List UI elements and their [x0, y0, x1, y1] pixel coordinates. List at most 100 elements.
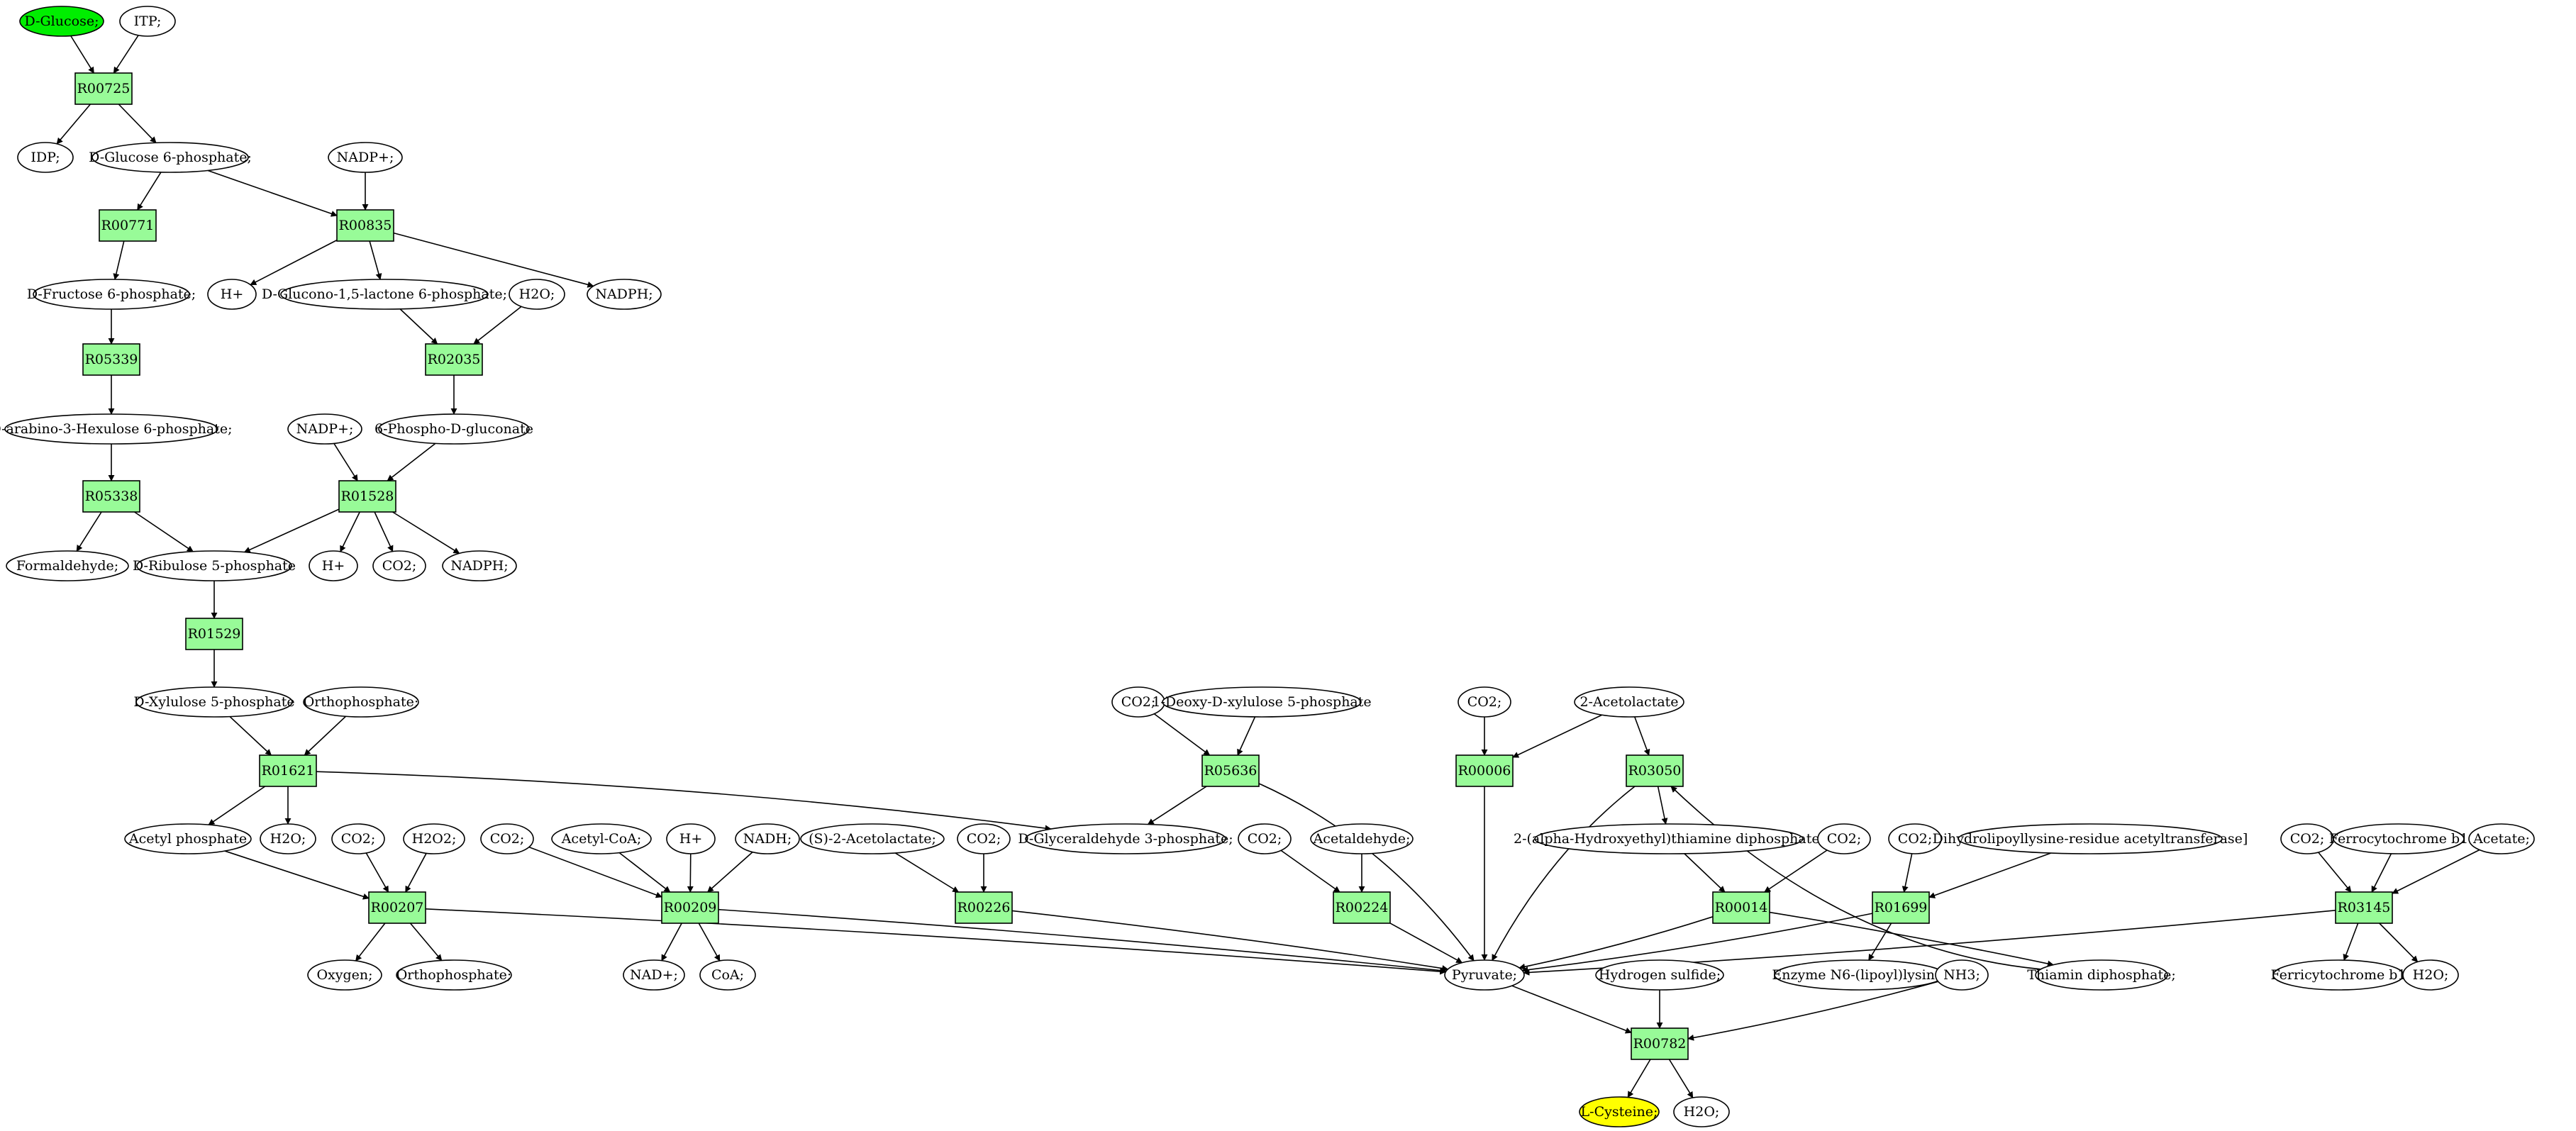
- compound-node-nh3[interactable]: NH3;: [1935, 959, 1989, 991]
- compound-node-d-ribulose-5-phosphate[interactable]: D-Ribulose 5-phosphate: [133, 550, 296, 581]
- compound-node-h2o[interactable]: H2O;: [2402, 959, 2459, 991]
- compound-node-nad[interactable]: NAD+;: [623, 959, 685, 991]
- compound-node-1-deoxy-d-xylulose-5-phosphate[interactable]: 1-Deoxy-D-xylulose 5-phosphate: [1152, 686, 1372, 718]
- compound-node-orthophosphate[interactable]: Orthophosphate;: [396, 959, 512, 991]
- reaction-node-r05338[interactable]: R05338: [82, 480, 140, 513]
- compound-ellipse: [136, 550, 292, 581]
- edge-co2_5-to-r00209: [528, 846, 662, 898]
- reaction-label: R00725: [77, 81, 131, 96]
- reaction-node-r01621[interactable]: R01621: [259, 754, 317, 787]
- edge-pgluconate-to-r01528: [387, 442, 436, 481]
- edge-acetate-to-r03145: [2392, 849, 2480, 894]
- compound-node-h[interactable]: H+: [666, 823, 716, 854]
- compound-node-ferricytochrome-b1[interactable]: Ferricytochrome b1: [2270, 959, 2406, 991]
- compound-node-oxygen[interactable]: Oxygen;: [307, 959, 382, 991]
- reaction-node-r00207[interactable]: R00207: [368, 891, 426, 924]
- reaction-node-r00006[interactable]: R00006: [1455, 754, 1514, 787]
- reaction-label: R03145: [2338, 900, 2391, 915]
- compound-node-acetyl-coa[interactable]: Acetyl-CoA;: [551, 823, 652, 854]
- compound-ellipse: [331, 823, 385, 854]
- compound-node-co2[interactable]: CO2;: [331, 823, 385, 854]
- compound-node-h[interactable]: H+: [207, 279, 257, 310]
- compound-node-thiamin-diphosphate[interactable]: Thiamin diphosphate;: [2027, 959, 2176, 991]
- reaction-node-r00782[interactable]: R00782: [1631, 1027, 1689, 1060]
- compound-node-co2[interactable]: CO2;: [1111, 686, 1165, 718]
- compound-node-2-alpha-hydroxyethyl-thiamine-diphosphate[interactable]: 2-(alpha-Hydroxyethyl)thiamine diphospha…: [1514, 823, 1824, 854]
- compound-node-hydrogen-sulfide[interactable]: Hydrogen sulfide;: [1595, 959, 1724, 991]
- edge-r00014-to-pyruvate: [1519, 916, 1714, 970]
- compound-node-co2[interactable]: CO2;: [957, 823, 1011, 854]
- compound-node-nadph[interactable]: NADPH;: [587, 279, 662, 310]
- edge-r00207-to-pyruvate: [425, 908, 1447, 975]
- reaction-node-r01529[interactable]: R01529: [185, 618, 243, 650]
- compound-node-co2[interactable]: CO2;: [2280, 823, 2334, 854]
- compound-node-acetaldehyde[interactable]: Acetaldehyde;: [1310, 823, 1414, 854]
- compound-ellipse: [1579, 1096, 1660, 1127]
- compound-node-enzyme-n6-lipoyl-lysine[interactable]: Enzyme N6-(lipoyl)lysine;: [1772, 959, 1948, 991]
- compound-label: 2-(alpha-Hydroxyethyl)thiamine diphospha…: [1514, 831, 1824, 847]
- reaction-node-r00835[interactable]: R00835: [336, 209, 394, 242]
- compound-node-co2[interactable]: CO2;: [372, 550, 426, 581]
- reaction-label: R01699: [1875, 900, 1928, 915]
- reaction-node-r05636[interactable]: R05636: [1201, 754, 1260, 787]
- reaction-node-r01528[interactable]: R01528: [338, 480, 396, 513]
- reaction-node-r05339[interactable]: R05339: [82, 343, 140, 376]
- reaction-label: R01528: [341, 489, 394, 504]
- reaction-node-r03145[interactable]: R03145: [2335, 891, 2393, 924]
- compound-node-nadp[interactable]: NADP+;: [287, 413, 362, 445]
- compound-node-d-glucose[interactable]: D-Glucose;: [19, 6, 104, 37]
- compound-node-co2[interactable]: CO2;: [1888, 823, 1942, 854]
- compound-node-acetate[interactable]: Acetate;: [2468, 823, 2535, 854]
- compound-node-d-xylulose-5-phosphate[interactable]: D-Xylulose 5-phosphate: [133, 686, 295, 718]
- compound-node-coa[interactable]: CoA;: [699, 959, 756, 991]
- reaction-node-r00224[interactable]: R00224: [1333, 891, 1391, 924]
- reaction-node-r00226[interactable]: R00226: [955, 891, 1013, 924]
- reaction-node-r00209[interactable]: R00209: [661, 891, 719, 924]
- reaction-node-r01699[interactable]: R01699: [1872, 891, 1930, 924]
- compound-node-h2o[interactable]: H2O;: [1673, 1096, 1730, 1127]
- compound-node-d-arabino-3-hexulose-6-phosphate[interactable]: D-arabino-3-Hexulose 6-phosphate;: [0, 413, 233, 445]
- compound-node-formaldehyde[interactable]: Formaldehyde;: [6, 550, 129, 581]
- reaction-box: [955, 891, 1013, 924]
- compound-node-l-cysteine[interactable]: L-Cysteine;: [1579, 1096, 1660, 1127]
- reaction-node-r00014[interactable]: R00014: [1712, 891, 1770, 924]
- compound-node-idp[interactable]: IDP;: [17, 142, 74, 173]
- compound-node-d-glucose-6-phosphate[interactable]: D-Glucose 6-phosphate;: [89, 142, 252, 173]
- compound-node-s-2-acetolactate[interactable]: (S)-2-Acetolactate;: [800, 823, 945, 854]
- compound-node-h2o[interactable]: H2O;: [260, 823, 316, 854]
- compound-ellipse: [396, 959, 512, 991]
- reaction-node-r03050[interactable]: R03050: [1626, 754, 1684, 787]
- compound-node-nadph[interactable]: NADPH;: [442, 550, 517, 581]
- compound-node-co2[interactable]: CO2;: [1458, 686, 1511, 718]
- compound-node-d-glyceraldehyde-3-phosphate[interactable]: D-Glyceraldehyde 3-phosphate;: [1018, 823, 1233, 854]
- edge-dihydrolipo-to-r01699: [1928, 852, 2052, 898]
- compound-node-h2o2[interactable]: H2O2;: [403, 823, 465, 854]
- compound-node-acetyl-phosphate[interactable]: Acetyl phosphate: [124, 823, 252, 854]
- compound-node-h2o[interactable]: H2O;: [509, 279, 565, 310]
- compound-node-nadp[interactable]: NADP+;: [328, 142, 403, 173]
- compound-node-2-acetolactate[interactable]: 2-Acetolactate: [1574, 686, 1684, 718]
- compound-node-nadh[interactable]: NADH;: [735, 823, 800, 854]
- compound-node-dihydrolipoyllysine-residue-acetyltransferase[interactable]: Dihydrolipoyllysine-residue acetyltransf…: [1933, 823, 2248, 854]
- compound-node-pyruvate[interactable]: Pyruvate;: [1444, 959, 1525, 991]
- compound-node-d-glucono-1-5-lactone-6-phosphate[interactable]: D-Glucono-1,5-lactone 6-phosphate;: [262, 279, 507, 310]
- edge-r03145-to-h2o_3: [2379, 923, 2419, 963]
- reaction-node-r00725[interactable]: R00725: [74, 72, 133, 105]
- reaction-label: R03050: [1628, 763, 1682, 779]
- reaction-node-r02035[interactable]: R02035: [425, 343, 483, 376]
- compound-ellipse: [1935, 959, 1989, 991]
- compound-ellipse: [1534, 823, 1804, 854]
- compound-node-6-phospho-d-gluconate[interactable]: 6-Phospho-D-gluconate: [374, 413, 533, 445]
- reaction-node-r00771[interactable]: R00771: [99, 209, 157, 242]
- compound-node-co2[interactable]: CO2;: [1817, 823, 1871, 854]
- compound-node-h[interactable]: H+: [309, 550, 358, 581]
- reaction-label: R01529: [188, 626, 241, 642]
- compound-node-co2[interactable]: CO2;: [480, 823, 534, 854]
- edge-r03145-to-ferricyt: [2343, 923, 2359, 961]
- compound-node-itp[interactable]: ITP;: [119, 6, 176, 37]
- compound-node-co2[interactable]: CO2;: [1238, 823, 1292, 854]
- compound-ellipse: [509, 279, 565, 310]
- compound-node-d-fructose-6-phosphate[interactable]: D-Fructose 6-phosphate;: [27, 279, 196, 310]
- compound-node-orthophosphate[interactable]: Orthophosphate;: [303, 686, 419, 718]
- compound-node-ferrocytochrome-b1[interactable]: Ferrocytochrome b1: [2329, 823, 2468, 854]
